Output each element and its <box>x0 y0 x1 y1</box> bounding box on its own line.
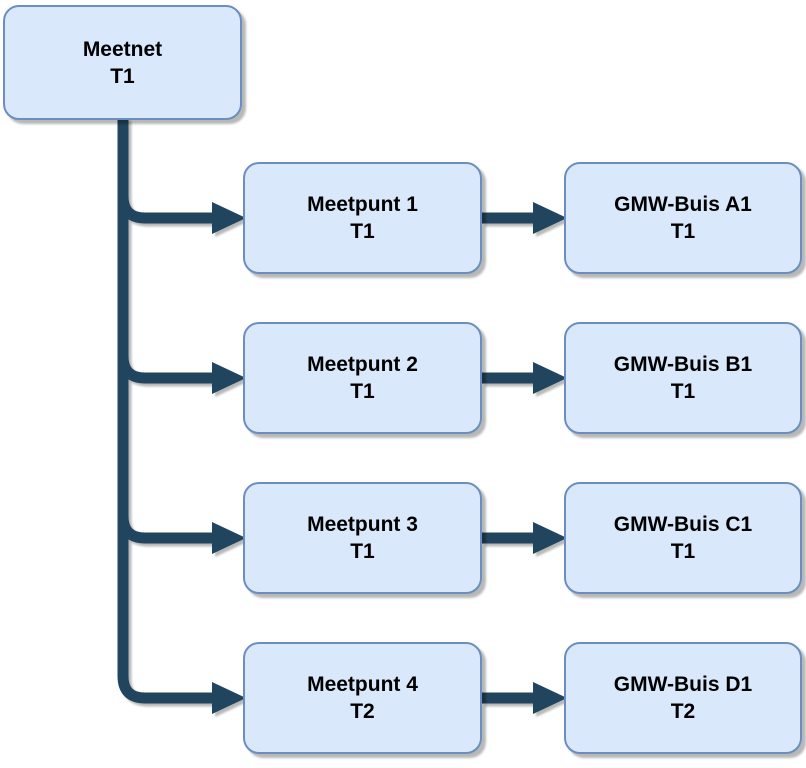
node-subtitle: T1 <box>670 220 696 243</box>
node-title: GMW-Buis B1 <box>613 353 753 376</box>
node-title: Meetpunt 2 <box>307 353 418 376</box>
node-meetnet: Meetnet T1 <box>3 5 242 120</box>
arrowhead-meetpunt-1 <box>212 202 246 234</box>
arrowhead-gmw-buis-c1 <box>533 522 567 554</box>
node-subtitle: T1 <box>670 380 696 403</box>
connector-trunk-to-meetpunt-4 <box>117 118 213 704</box>
node-gmw-buis-a1: GMW-Buis A1 T1 <box>564 162 802 274</box>
connector-branch-to-meetpunt-3 <box>117 515 213 544</box>
connector-branch-to-meetpunt-1 <box>117 195 213 224</box>
node-meetpunt-2: Meetpunt 2 T1 <box>243 322 482 434</box>
node-subtitle: T1 <box>350 220 375 243</box>
node-meetpunt-4: Meetpunt 4 T2 <box>243 642 482 754</box>
node-title: Meetnet <box>82 37 163 61</box>
node-gmw-buis-b1: GMW-Buis B1 T1 <box>564 322 802 434</box>
node-subtitle: T2 <box>670 700 696 723</box>
node-title: Meetpunt 4 <box>307 673 418 696</box>
node-title: GMW-Buis A1 <box>614 193 752 216</box>
arrowhead-meetpunt-3 <box>212 522 246 554</box>
node-subtitle: T1 <box>110 64 135 88</box>
node-gmw-buis-c1: GMW-Buis C1 T1 <box>564 482 802 594</box>
node-meetpunt-3: Meetpunt 3 T1 <box>243 482 482 594</box>
arrowhead-meetpunt-2 <box>212 362 246 394</box>
arrowhead-gmw-buis-d1 <box>533 682 567 714</box>
node-subtitle: T1 <box>670 540 696 563</box>
node-subtitle: T1 <box>350 540 375 563</box>
node-title: Meetpunt 1 <box>307 193 418 216</box>
node-title: GMW-Buis D1 <box>613 673 753 696</box>
connector-branch-to-meetpunt-2 <box>117 355 213 384</box>
arrowhead-meetpunt-4 <box>212 682 246 714</box>
node-meetpunt-1: Meetpunt 1 T1 <box>243 162 482 274</box>
arrowhead-gmw-buis-b1 <box>533 362 567 394</box>
node-title: Meetpunt 3 <box>307 513 418 536</box>
arrowhead-gmw-buis-a1 <box>533 202 567 234</box>
node-title: GMW-Buis C1 <box>613 513 753 536</box>
node-subtitle: T1 <box>350 380 375 403</box>
node-gmw-buis-d1: GMW-Buis D1 T2 <box>564 642 802 754</box>
node-subtitle: T2 <box>350 700 375 723</box>
